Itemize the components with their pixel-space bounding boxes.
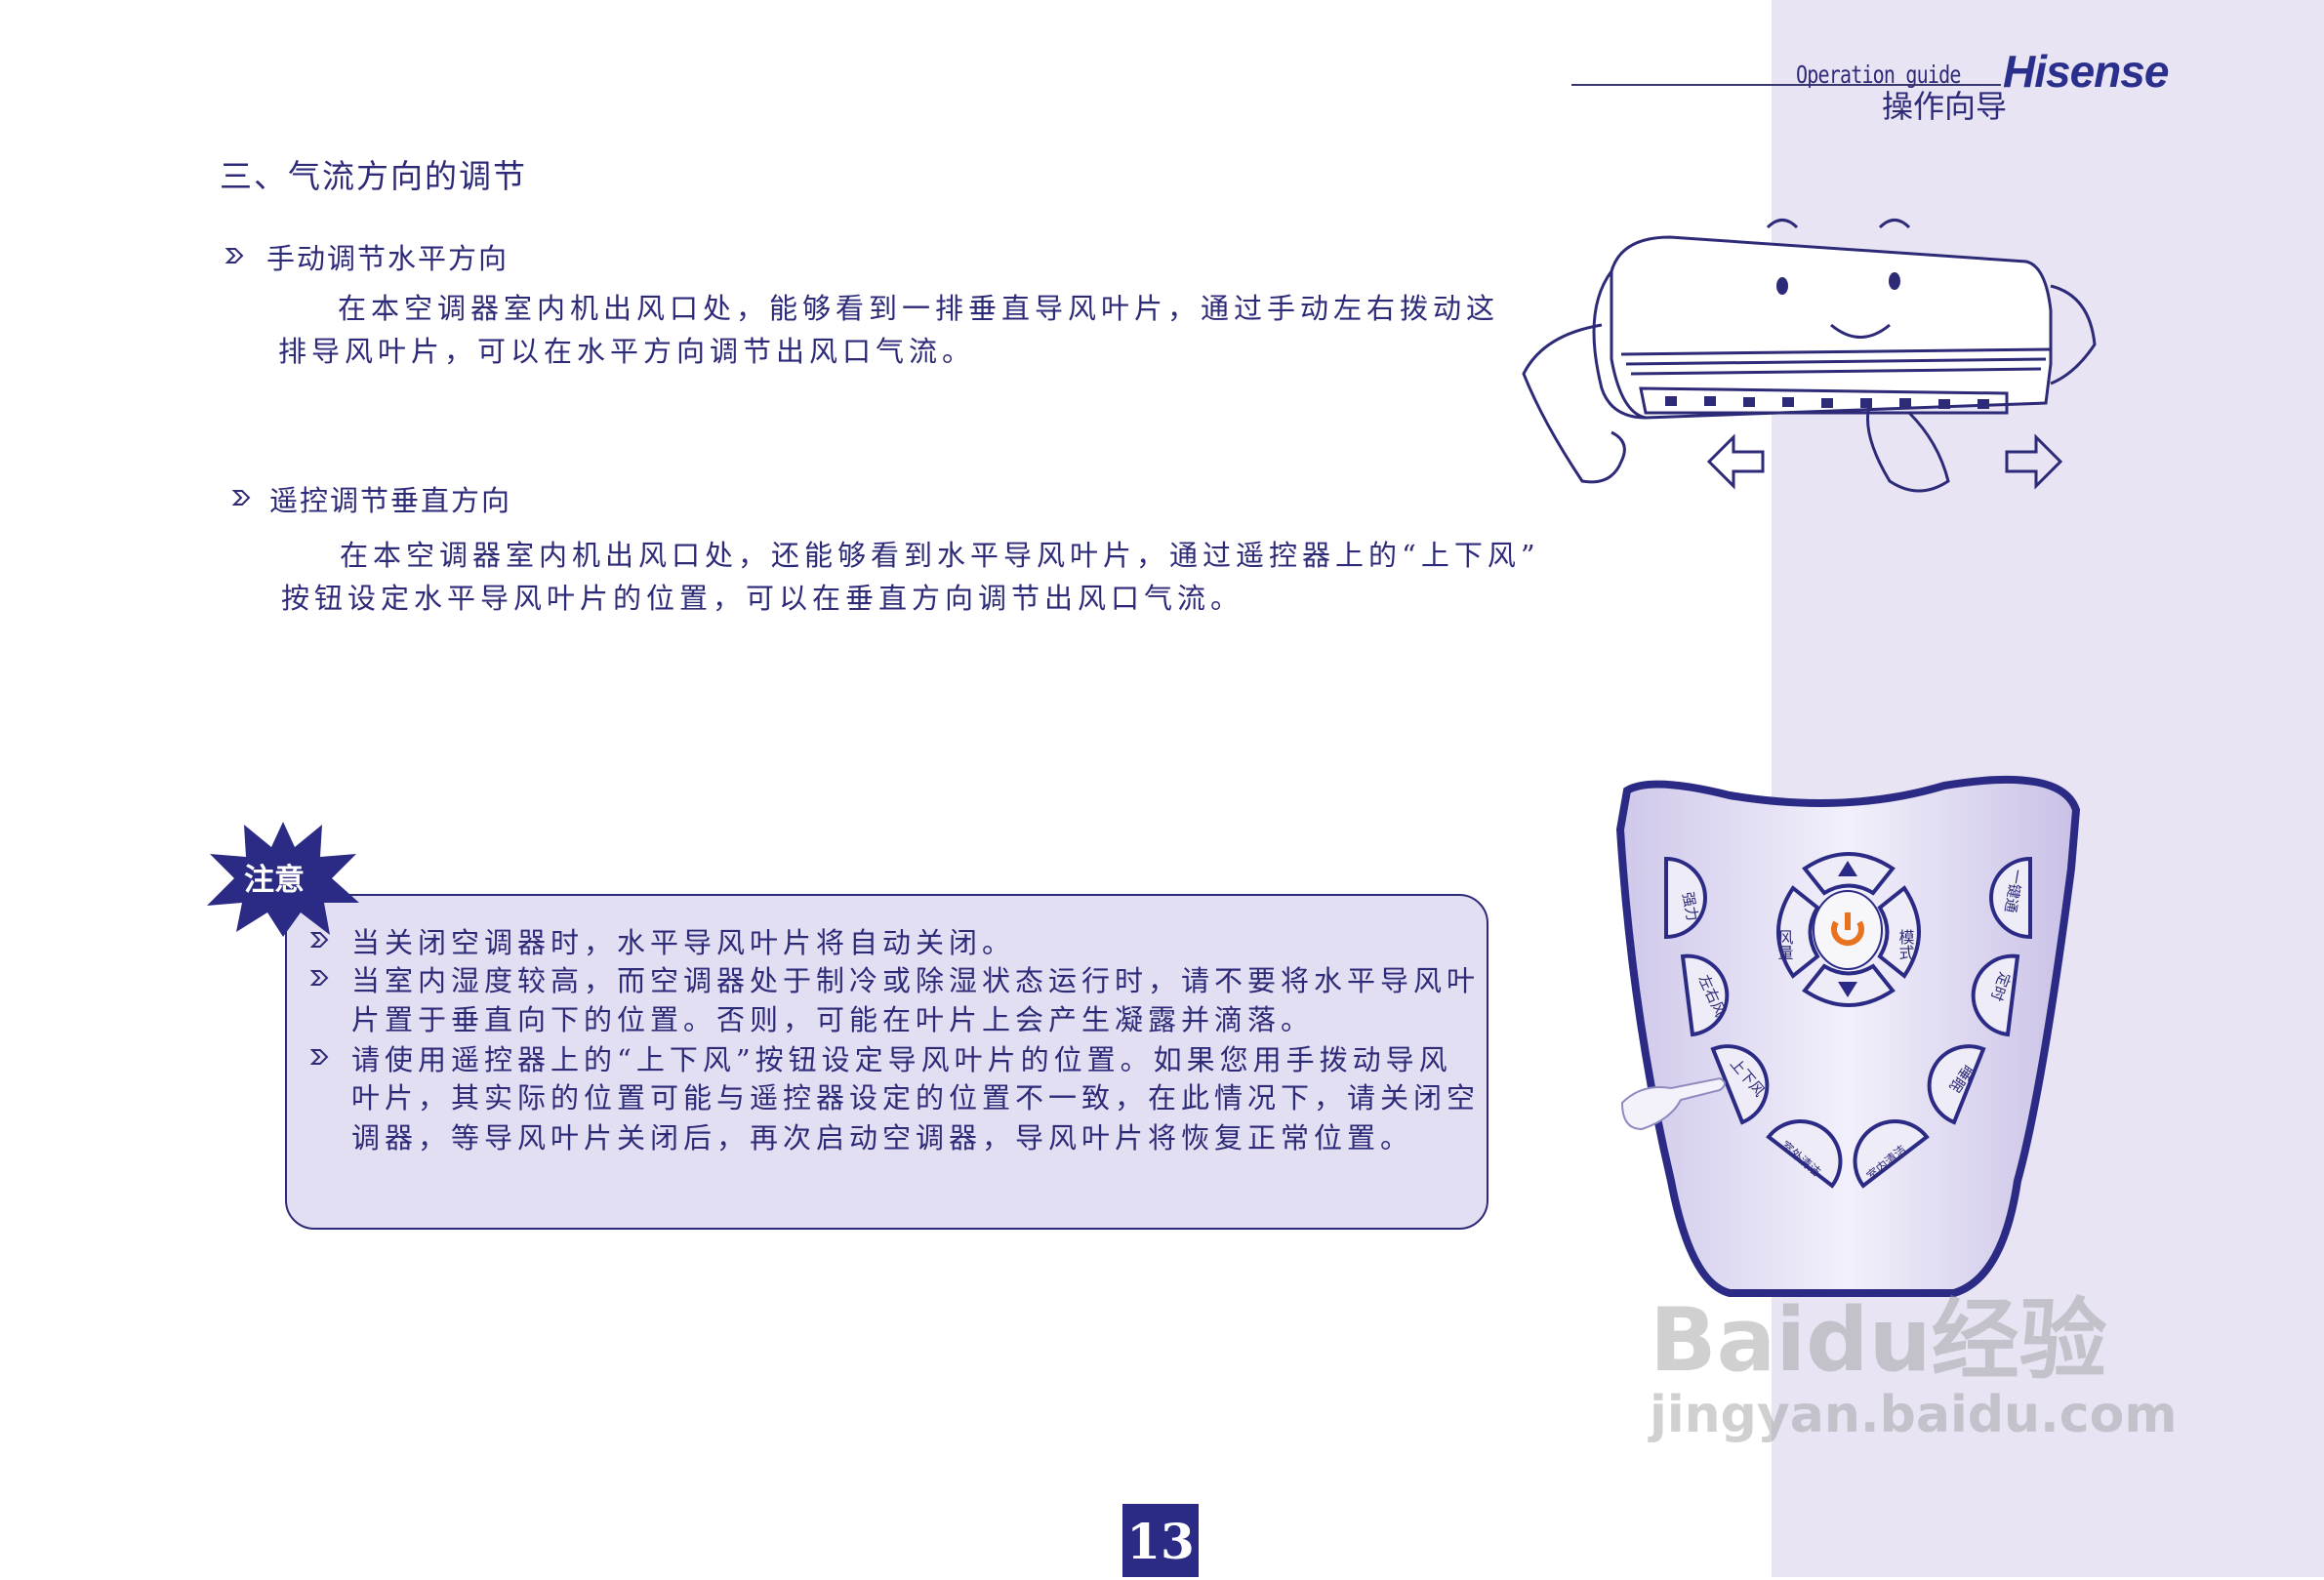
section-title: 三、气流方向的调节: [220, 157, 527, 195]
bullet-icon: [232, 490, 251, 506]
paragraph-2-line-1: 在本空调器室内机出风口处，还能够看到水平导风叶片，通过遥控器上的“上下风”: [340, 539, 1540, 572]
arrow-down-icon: [1838, 982, 1857, 997]
watermark-logo: Baidu经验: [1650, 1289, 2107, 1392]
power-icon: [1831, 912, 1864, 947]
note-box: [285, 894, 1488, 1230]
note-item-line: 请使用遥控器上的“上下风”按钮设定导风叶片的位置。如果您用手拨动导风: [351, 1043, 1452, 1076]
section-heading-2: 遥控调节垂直方向: [269, 484, 512, 517]
paragraph-1-line-1: 在本空调器室内机出风口处，能够看到一排垂直导风叶片，通过手动左右拨动这: [338, 292, 1500, 325]
button-mode[interactable]: 模式: [1896, 929, 1915, 960]
arrow-left-icon: [1706, 433, 1765, 490]
button-strong[interactable]: 强力: [1679, 891, 1701, 923]
baidu-watermark: Baidu经验 jingyan.baidu.com: [1650, 1269, 2178, 1444]
page-number: 13: [1122, 1504, 1199, 1577]
guide-zh: 操作向导: [1882, 88, 2008, 125]
paragraph-2-line-2: 按钮设定水平导风叶片的位置，可以在垂直方向调节出风口气流。: [281, 582, 1244, 615]
note-item-line: 叶片，其实际的位置可能与遥控器设定的位置不一致，在此情况下，请关闭空: [351, 1081, 1481, 1114]
arrow-up-icon: [1838, 861, 1857, 876]
arrow-right-icon: [2005, 433, 2063, 490]
watermark-url: jingyan.baidu.com: [1650, 1386, 2178, 1444]
hand-icon: [1866, 402, 1950, 493]
note-item-line: 调器，等导风叶片关闭后，再次启动空调器，导风叶片将恢复正常位置。: [351, 1121, 1414, 1155]
note-item-line: 片置于垂直向下的位置。否则，可能在叶片上会产生凝露并滴落。: [351, 1003, 1315, 1036]
bullet-icon: [310, 932, 329, 948]
note-label: 注意: [244, 863, 305, 898]
guide-en: Operation guide: [1796, 61, 1961, 89]
bullet-icon: [225, 248, 244, 263]
button-fan[interactable]: 风量: [1775, 929, 1794, 960]
starburst-icon: [207, 822, 359, 937]
remote-control-illustration: 强力 左右风 上下风 一键通 定时 睡眠 室外清洁 室内清洁 风量 模式: [1615, 775, 2081, 1297]
note-item-line: 当室内湿度较高，而空调器处于制冷或除湿状态运行时，请不要将水平导风叶: [351, 964, 1481, 997]
header-rule: [1571, 84, 2001, 86]
bullet-icon: [310, 970, 329, 986]
paragraph-1-line-2: 排导风叶片，可以在水平方向调节出风口气流。: [278, 335, 976, 368]
section-heading-1: 手动调节水平方向: [266, 242, 510, 275]
hand-icon: [1620, 1076, 1726, 1131]
note-item-line: 当关闭空调器时，水平导风叶片将自动关闭。: [351, 926, 1016, 959]
bullet-icon: [310, 1049, 329, 1065]
air-conditioner-illustration: [1522, 219, 2097, 493]
hisense-logo: Hisense: [2003, 46, 2169, 97]
